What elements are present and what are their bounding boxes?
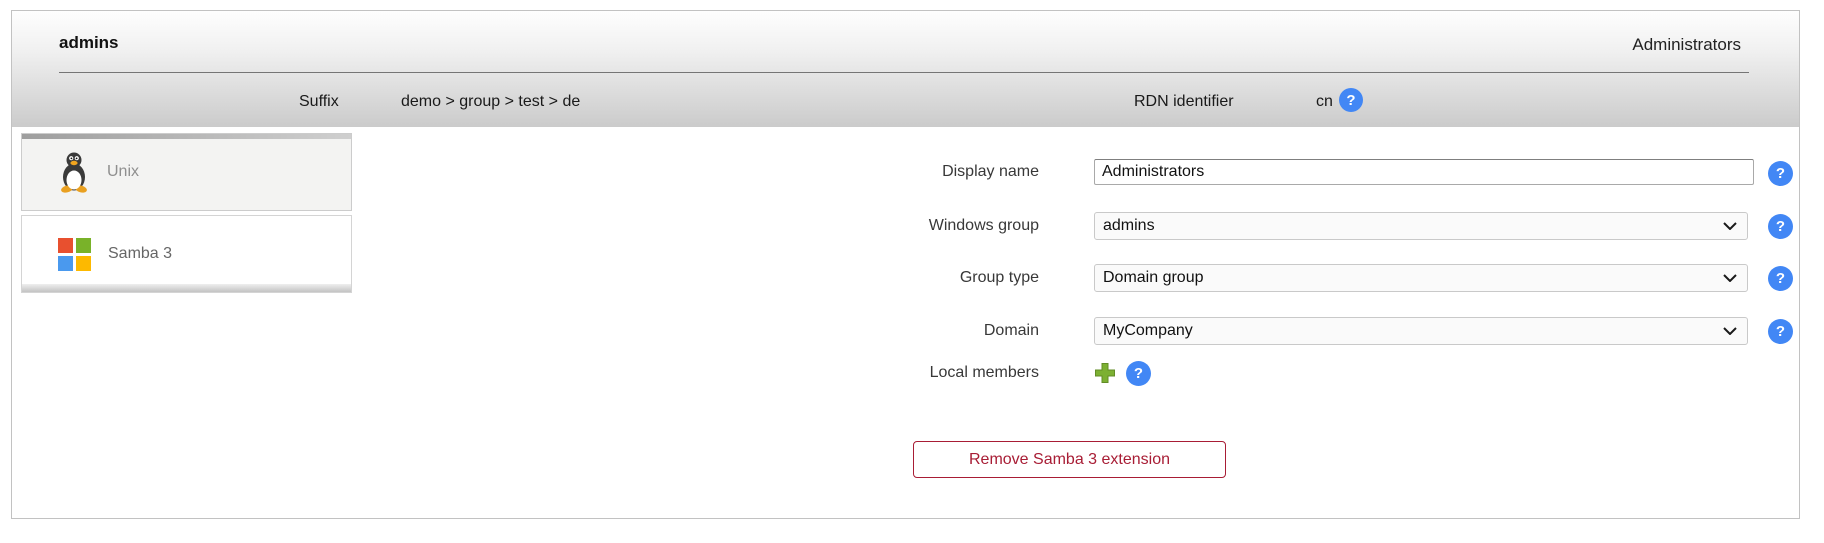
rdn-identifier-value: cn [1316,93,1333,110]
help-icon[interactable]: ? [1768,266,1793,291]
add-icon[interactable] [1094,362,1116,384]
group-type-label: Group type [959,269,1039,286]
account-edit-panel: admins Administrators Suffix demo > grou… [11,10,1800,519]
remove-samba3-extension-button[interactable]: Remove Samba 3 extension [913,441,1226,478]
header-divider [59,72,1749,73]
tab-unix[interactable]: Unix [21,133,352,211]
domain-label: Domain [983,322,1039,339]
domain-select[interactable]: MyCompany [1094,317,1748,345]
selected-option: MyCompany [1103,322,1193,339]
help-icon[interactable]: ? [1339,88,1363,112]
windows-group-select[interactable]: admins [1094,212,1748,240]
suffix-breadcrumb: demo > group > test > de [401,93,581,110]
account-type-label: Administrators [1632,35,1741,54]
chevron-down-icon [1723,274,1737,282]
help-icon[interactable]: ? [1126,361,1151,386]
active-tab-strip [22,134,351,139]
display-name-input[interactable] [1094,159,1754,185]
rdn-identifier-label: RDN identifier [1134,93,1234,110]
windows-logo-icon [58,237,91,271]
tab-label: Unix [107,163,140,180]
selected-option: Domain group [1103,269,1204,286]
tab-label: Samba 3 [108,245,173,262]
tab-samba3[interactable]: Samba 3 [21,215,352,293]
module-tab-list: Unix Samba 3 [21,133,352,293]
help-icon[interactable]: ? [1768,319,1793,344]
local-members-label: Local members [929,364,1039,381]
chevron-down-icon [1723,327,1737,335]
windows-group-label: Windows group [928,217,1039,234]
selected-option: admins [1103,217,1155,234]
chevron-down-icon [1723,222,1737,230]
group-type-select[interactable]: Domain group [1094,264,1748,292]
page-title: admins [59,33,119,52]
help-icon[interactable]: ? [1768,161,1793,186]
account-header: admins Administrators Suffix demo > grou… [12,11,1799,127]
suffix-label: Suffix [299,93,339,110]
display-name-label: Display name [942,163,1039,180]
tab-bottom-strip [22,284,351,292]
help-icon[interactable]: ? [1768,214,1793,239]
tux-penguin-icon [61,152,87,193]
